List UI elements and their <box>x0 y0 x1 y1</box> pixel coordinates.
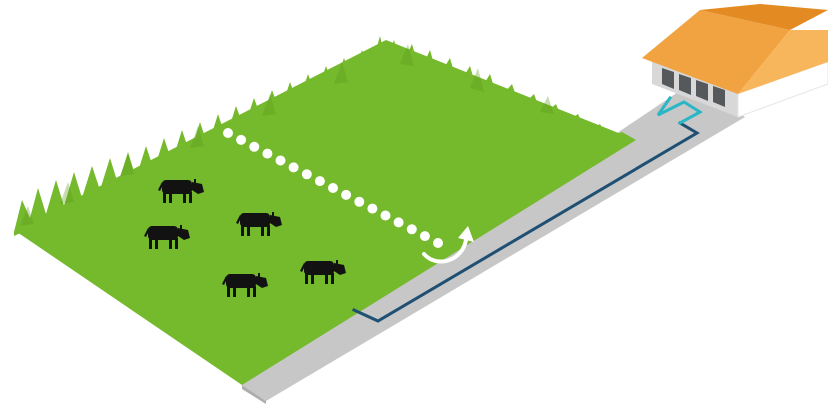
fence-post-dot <box>381 211 391 221</box>
fence-post-dot <box>315 176 325 186</box>
fence-post-dot <box>289 162 299 172</box>
fence-post-dot <box>433 238 443 248</box>
fence-post-dot <box>420 231 430 241</box>
fence-post-dot <box>236 135 246 145</box>
fence-post-dot <box>367 204 377 214</box>
fence-post-dot <box>341 190 351 200</box>
fence-post-dot <box>302 169 312 179</box>
fence-post-dot <box>328 183 338 193</box>
fence-post-dot <box>276 156 286 166</box>
fence-post-dot <box>223 128 233 138</box>
fence-post-dot <box>407 224 417 234</box>
fence-post-dot <box>249 142 259 152</box>
fence-post-dot <box>394 217 404 227</box>
fence-post-dot <box>354 197 364 207</box>
fence-post-dot <box>262 149 272 159</box>
